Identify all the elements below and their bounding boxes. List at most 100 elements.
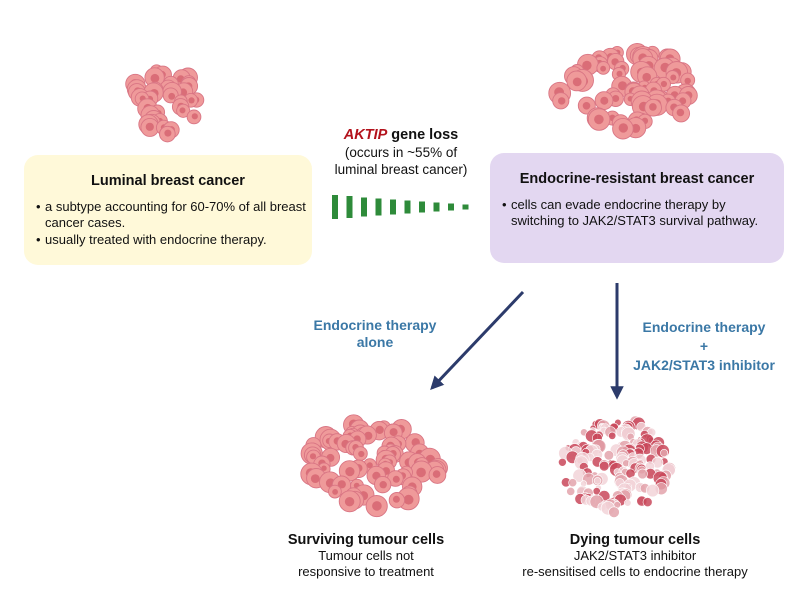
cell-nucleus: [145, 122, 154, 131]
cell: [642, 497, 653, 507]
cell-nucleus: [345, 467, 355, 477]
luminal-bullet-list: a subtype accounting for 60-70% of all b…: [36, 199, 306, 249]
gene-loss-title: AKTIP gene loss: [306, 127, 496, 144]
cell-nucleus: [600, 65, 606, 72]
cell-nucleus: [618, 123, 628, 133]
gene-loss-gradient-bars: [332, 195, 469, 219]
cell-nucleus: [358, 450, 365, 458]
luminal-bullet-1: a subtype accounting for 60-70% of all b…: [36, 199, 306, 231]
luminal-cell-cluster-icon: [125, 64, 205, 143]
cell-nucleus: [594, 114, 604, 125]
cell-nucleus: [309, 453, 317, 460]
dying-desc-1: JAK2/STAT3 inhibitor: [573, 548, 697, 563]
gradient-bar: [433, 202, 440, 212]
cell-nucleus: [332, 489, 338, 495]
cell-nucleus: [389, 428, 398, 437]
outcome-surviving: Surviving tumour cells Tumour cells not …: [256, 532, 476, 580]
cell-nucleus: [164, 129, 172, 137]
gene-loss-label: AKTIP gene loss (occurs in ~55% of lumin…: [306, 127, 496, 178]
cell-nucleus: [168, 92, 176, 100]
cell-nucleus: [392, 475, 400, 483]
cell-nucleus: [618, 81, 627, 91]
cell-nucleus: [321, 465, 327, 471]
cell: [608, 431, 617, 440]
surviving-title: Surviving tumour cells: [287, 532, 445, 548]
cell-nucleus: [188, 97, 195, 104]
luminal-breast-cancer-box: Luminal breast cancer a subtype accounti…: [24, 155, 312, 265]
cell: [623, 499, 632, 507]
cell-nucleus: [364, 431, 373, 440]
gradient-bar: [346, 196, 353, 218]
dying-title: Dying tumour cells: [569, 532, 701, 548]
outcome-dying: Dying tumour cells JAK2/STAT3 inhibitor …: [480, 532, 790, 580]
cell-nucleus: [179, 107, 186, 114]
cell-nucleus: [366, 462, 373, 469]
cell-nucleus: [403, 494, 414, 505]
cell-nucleus: [392, 495, 400, 503]
resistant-cell-cluster-icon: [548, 43, 698, 140]
route-left-line2: alone: [356, 334, 394, 350]
gradient-bar: [448, 203, 454, 211]
cell-nucleus: [616, 70, 623, 77]
cell-nucleus: [676, 108, 685, 117]
cell-nucleus: [375, 425, 384, 434]
cell-nucleus: [612, 95, 620, 102]
cell: [593, 477, 602, 485]
route-left-line1: Endocrine therapy: [313, 317, 437, 333]
cell-nucleus: [649, 103, 657, 111]
cell: [568, 478, 578, 488]
gradient-bar: [404, 200, 411, 214]
gradient-bar: [462, 204, 469, 210]
dying-cell-cluster-icon: [558, 415, 677, 518]
arrow-endocrine-alone: [430, 290, 525, 390]
cell: [558, 457, 567, 467]
luminal-box-title: Luminal breast cancer: [91, 173, 245, 189]
cell: [566, 486, 576, 496]
gradient-bar: [332, 195, 338, 219]
dying-desc-2: re-sensitised cells to endocrine therapy: [522, 564, 748, 579]
cell-nucleus: [344, 497, 355, 507]
gene-loss-title-rest: gene loss: [387, 127, 459, 143]
cell-nucleus: [416, 467, 426, 478]
resistant-bullet-1: cells can evade endocrine therapy by swi…: [502, 197, 778, 229]
gene-loss-subtype: luminal breast cancer): [334, 162, 468, 177]
route-label-endocrine-plus-inhibitor: Endocrine therapy + JAK2/STAT3 inhibitor: [610, 318, 798, 375]
gradient-bar: [419, 201, 425, 213]
cell-nucleus: [150, 73, 160, 83]
luminal-bullet-2: usually treated with endocrine therapy.: [36, 232, 306, 248]
cell-nucleus: [572, 77, 582, 87]
cell-nucleus: [582, 60, 592, 71]
surviving-desc-2: responsive to treatment: [298, 564, 434, 579]
cell-nucleus: [432, 470, 441, 478]
surviving-desc-1: Tumour cells not: [318, 548, 414, 563]
resistant-bullet-list: cells can evade endocrine therapy by swi…: [502, 197, 778, 230]
gradient-bar: [390, 199, 396, 215]
cell-nucleus: [337, 480, 346, 489]
gradient-bar: [375, 198, 382, 216]
cell-nucleus: [600, 96, 609, 105]
cell-nucleus: [558, 97, 566, 105]
cell-nucleus: [310, 474, 320, 483]
cell-nucleus: [372, 501, 382, 511]
cell: [660, 448, 669, 457]
cell-nucleus: [684, 77, 691, 85]
cell: [645, 484, 660, 498]
gene-loss-frequency: (occurs in ~55% of: [344, 145, 458, 160]
cell-nucleus: [642, 72, 651, 82]
route-label-endocrine-alone: Endocrine therapy alone: [290, 317, 460, 351]
cell: [608, 506, 620, 518]
route-right-line3: JAK2/STAT3 inhibitor: [633, 357, 775, 373]
cell-nucleus: [191, 113, 198, 120]
cell: [598, 460, 610, 472]
gene-name: AKTIP: [343, 127, 388, 143]
cell-nucleus: [660, 80, 668, 88]
route-right-line1: Endocrine therapy: [642, 319, 766, 335]
surviving-cell-cluster-icon: [300, 414, 448, 518]
cell-nucleus: [670, 74, 677, 81]
cell-nucleus: [379, 481, 387, 489]
cell: [637, 468, 648, 480]
route-right-plus: +: [699, 338, 709, 354]
endocrine-resistant-box: Endocrine-resistant breast cancer cells …: [490, 153, 784, 263]
cell-nucleus: [582, 102, 591, 110]
